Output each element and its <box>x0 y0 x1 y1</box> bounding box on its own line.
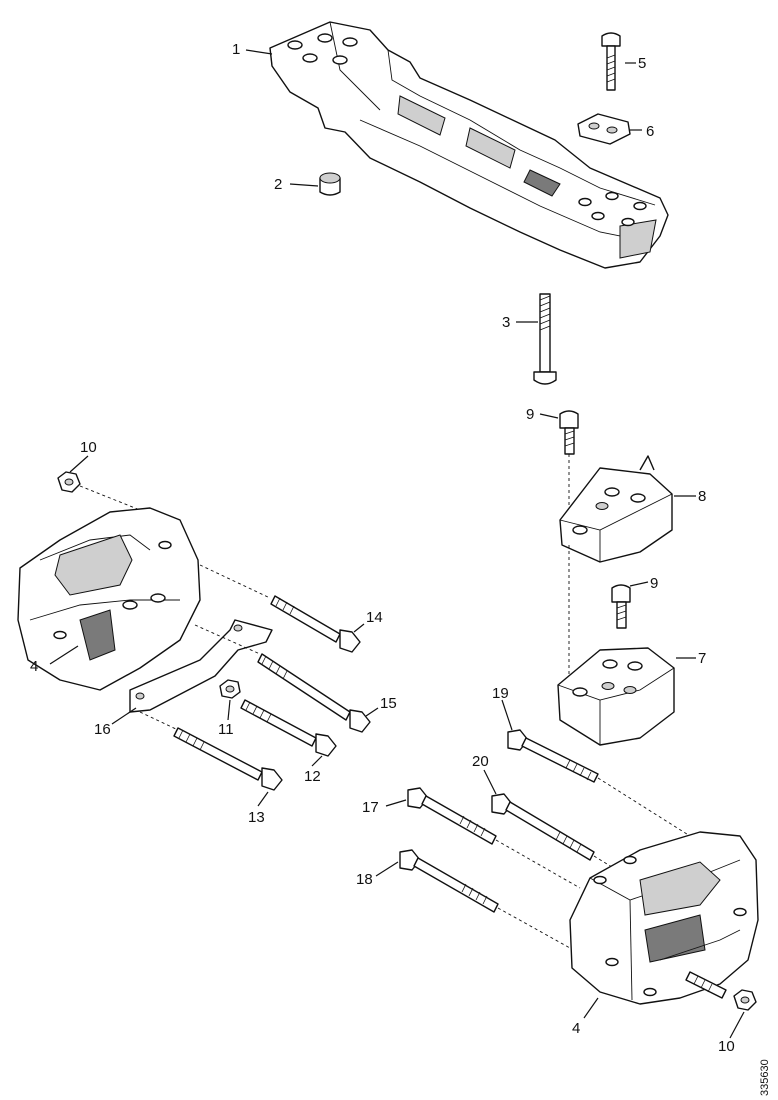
callout-9-upper: 9 <box>526 406 534 423</box>
callout-18: 18 <box>356 871 373 888</box>
mount-part-8 <box>559 455 673 563</box>
callout-4-right: 4 <box>572 1020 580 1037</box>
plate-part-6 <box>577 113 631 145</box>
bolt-part-12 <box>240 699 337 757</box>
bracket-part-16 <box>129 619 273 713</box>
engine-mount-part-4-left <box>17 507 201 691</box>
callout-7: 7 <box>698 650 706 667</box>
callout-15: 15 <box>380 695 397 712</box>
callout-13: 13 <box>248 809 265 826</box>
callout-12: 12 <box>304 768 321 785</box>
callout-3: 3 <box>502 314 510 331</box>
bolt-part-15 <box>194 624 371 733</box>
mount-part-7 <box>557 647 675 746</box>
bolt-part-19 <box>507 729 691 837</box>
callout-14: 14 <box>366 609 383 626</box>
callout-8: 8 <box>698 488 706 505</box>
bushing-part-2 <box>319 172 341 196</box>
callout-17: 17 <box>362 799 379 816</box>
screw-part-9-upper <box>559 410 579 520</box>
callout-2: 2 <box>274 176 282 193</box>
bolt-part-5 <box>601 32 621 91</box>
callout-1: 1 <box>232 41 240 58</box>
callout-9-lower: 9 <box>650 575 658 592</box>
callout-5: 5 <box>638 55 646 72</box>
callout-19: 19 <box>492 685 509 702</box>
nut-part-10-left <box>57 471 81 493</box>
callout-11: 11 <box>218 721 234 738</box>
leader-lines <box>49 49 745 1039</box>
bolt-part-3 <box>533 293 557 385</box>
callout-4-left: 4 <box>30 658 38 675</box>
bolt-part-20 <box>491 793 621 873</box>
bolt-part-13 <box>139 711 283 791</box>
stud-and-nut-part-10-right <box>685 971 757 1011</box>
callout-10-left: 10 <box>80 439 97 456</box>
crossmember-part-1 <box>269 21 669 269</box>
drawing-number: 335630 <box>759 1059 771 1096</box>
bolt-part-17 <box>407 787 581 889</box>
callout-16: 16 <box>94 721 111 738</box>
bolt-part-18 <box>399 849 571 949</box>
screw-part-9-lower <box>611 584 631 629</box>
callout-6: 6 <box>646 123 654 140</box>
nut-part-11 <box>219 679 241 699</box>
engine-mount-part-4-right <box>569 831 759 1005</box>
callout-20: 20 <box>472 753 489 770</box>
callout-10-right: 10 <box>718 1038 735 1055</box>
callout-labels: 1 2 3 4 4 5 6 7 8 9 9 10 10 11 12 13 14 … <box>30 41 735 1055</box>
bolt-part-14 <box>199 564 361 653</box>
